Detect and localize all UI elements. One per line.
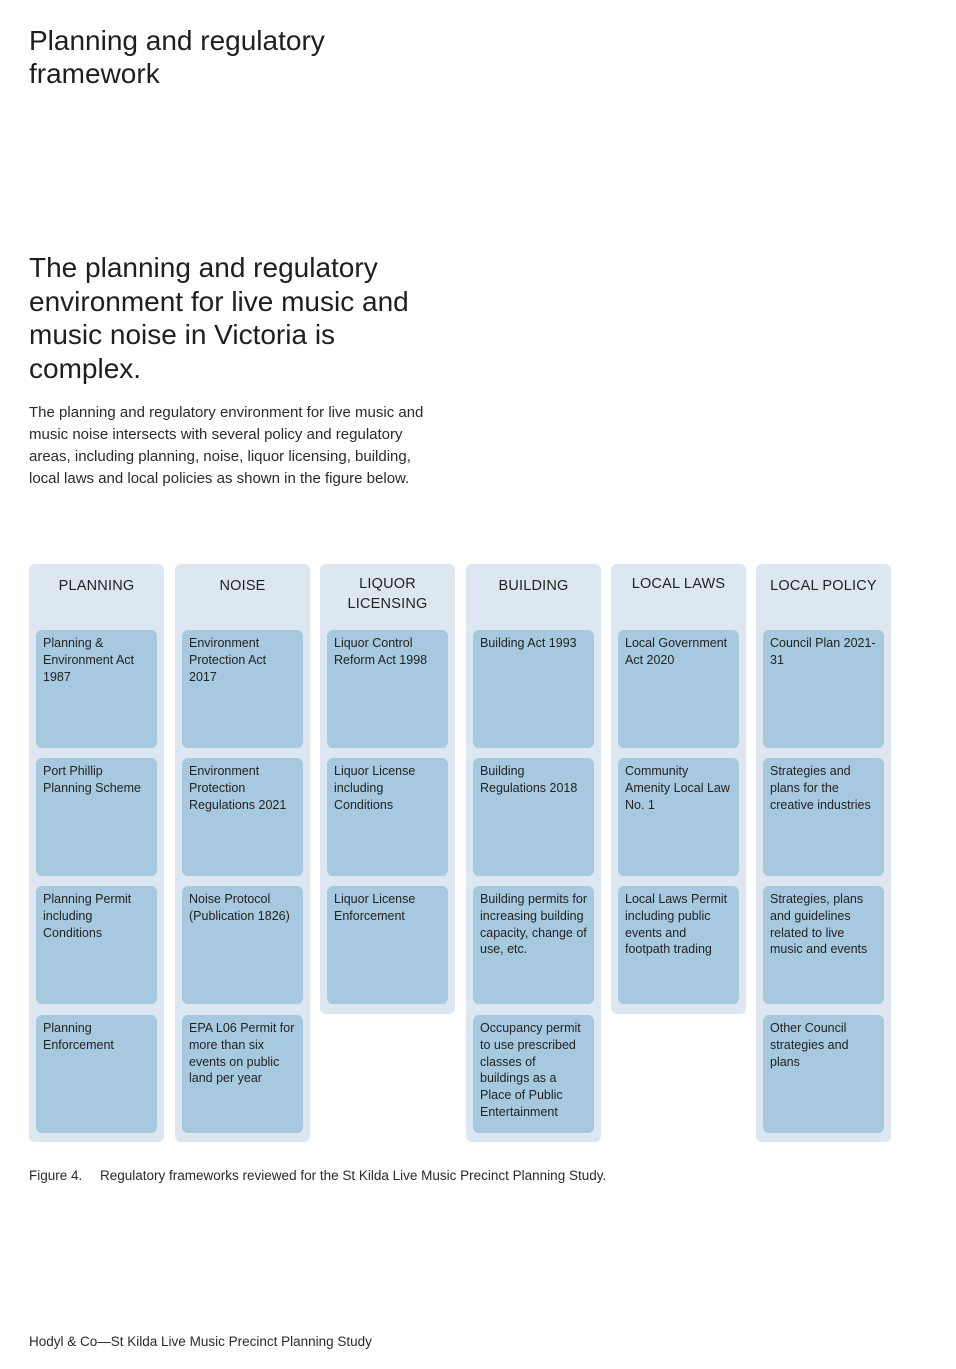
framework-item: Environment Protection Act 2017 <box>182 630 303 748</box>
framework-item: Other Council strategies and plans <box>763 1015 884 1133</box>
framework-item: Building Regulations 2018 <box>473 758 594 876</box>
framework-item: EPA L06 Permit for more than six events … <box>182 1015 303 1133</box>
column-liquor-licensing: LIQUOR LICENSING Liquor Control Reform A… <box>320 564 455 1014</box>
framework-item: Port Phillip Planning Scheme <box>36 758 157 876</box>
column-heading: NOISE <box>219 578 266 594</box>
lead-heading: The planning and regulatory environment … <box>29 252 409 384</box>
column-heading: LOCAL POLICY <box>770 578 877 594</box>
framework-item: Local Laws Permit including public event… <box>618 886 739 1004</box>
figure-caption: Figure 4. Regulatory frameworks reviewed … <box>29 1167 829 1185</box>
figure-number: Figure 4. <box>29 1168 83 1183</box>
framework-item: Planning Enforcement <box>36 1015 157 1133</box>
framework-item: Liquor License including Conditions <box>327 758 448 876</box>
framework-item: Strategies, plans and guidelines related… <box>763 886 884 1004</box>
framework-item: Community Amenity Local Law No. 1 <box>618 758 739 876</box>
framework-item: Liquor License Enforcement <box>327 886 448 1004</box>
framework-item: Building permits for increasing building… <box>473 886 594 1004</box>
framework-item: Environment Protection Regulations 2021 <box>182 758 303 876</box>
framework-item: Strategies and plans for the creative in… <box>763 758 884 876</box>
column-noise: NOISE Environment Protection Act 2017 En… <box>175 564 310 1142</box>
framework-item: Occupancy permit to use prescribed class… <box>473 1015 594 1133</box>
column-planning: PLANNING Planning & Environment Act 1987… <box>29 564 164 1142</box>
framework-item: Local Government Act 2020 <box>618 630 739 748</box>
page-footer: Hodyl & Co—St Kilda Live Music Precinct … <box>29 1334 372 1349</box>
framework-item: Noise Protocol (Publication 1826) <box>182 886 303 1004</box>
framework-item: Building Act 1993 <box>473 630 594 748</box>
intro-paragraph: The planning and regulatory environment … <box>29 404 424 487</box>
framework-item: Planning & Environment Act 1987 <box>36 630 157 748</box>
column-building: BUILDING Building Act 1993 Building Regu… <box>466 564 601 1142</box>
framework-item: Planning Permit including Conditions <box>36 886 157 1004</box>
column-heading: LOCAL LAWS <box>631 576 726 592</box>
figure-caption-text: Regulatory frameworks reviewed for the S… <box>100 1168 607 1183</box>
column-heading: LIQUOR LICENSING <box>347 576 428 612</box>
column-local-policy: LOCAL POLICY Council Plan 2021-31 Strate… <box>756 564 891 1142</box>
framework-item: Liquor Control Reform Act 1998 <box>327 630 448 748</box>
framework-item: Council Plan 2021-31 <box>763 630 884 748</box>
column-local-laws: LOCAL LAWS Local Government Act 2020 Com… <box>611 564 746 1014</box>
section-title: Planning and regulatory framework <box>29 25 325 89</box>
column-heading: BUILDING <box>498 578 569 594</box>
column-heading: PLANNING <box>58 578 135 594</box>
regulatory-framework-figure: PLANNING Planning & Environment Act 1987… <box>29 564 895 1144</box>
